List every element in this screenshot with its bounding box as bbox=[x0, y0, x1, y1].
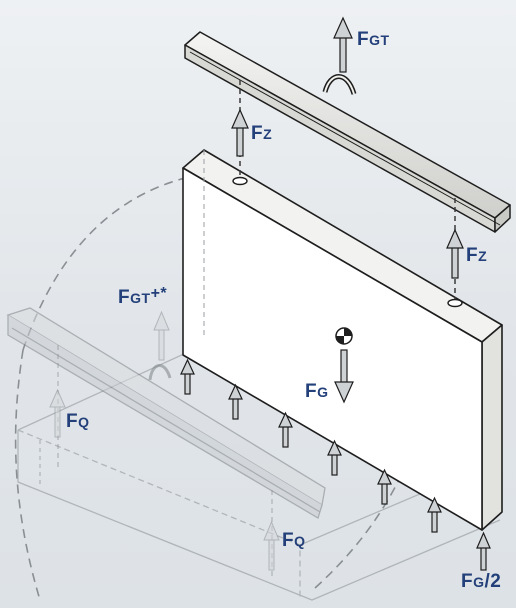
label-fgt-main: F bbox=[357, 29, 370, 50]
label-fq-bottom-sub: Q bbox=[294, 533, 306, 549]
label-fg-sub: G bbox=[317, 384, 329, 400]
label-fz-top-sub: Z bbox=[263, 126, 273, 142]
label-fg-half: FG/2 bbox=[461, 572, 501, 591]
panel-front-face bbox=[182, 167, 483, 531]
label-fgt-sub: GT bbox=[369, 32, 390, 48]
support-arrows bbox=[180, 358, 491, 571]
label-fq-left: FQ bbox=[66, 412, 90, 431]
outer-arc-lower bbox=[14, 349, 41, 601]
label-fg-main: F bbox=[305, 381, 318, 402]
support-arrow-1 bbox=[180, 358, 195, 395]
concrete-panel bbox=[182, 149, 503, 531]
support-arrow-3 bbox=[278, 411, 293, 448]
panel-right-side bbox=[481, 324, 503, 531]
ghost-arrow-fgt-star bbox=[153, 310, 170, 361]
upper-lifting-beam bbox=[184, 31, 511, 233]
label-fgt-star-sub: GT bbox=[130, 290, 151, 306]
support-arrow-6 bbox=[427, 496, 442, 533]
arrow-fz-right bbox=[446, 228, 464, 279]
support-arrow-5 bbox=[377, 468, 392, 505]
label-fg-half-suffix: /2 bbox=[484, 571, 502, 592]
label-fgt-star-main: F bbox=[118, 287, 131, 308]
label-fgt-star: FGT+* bbox=[118, 285, 168, 308]
label-fg: FG bbox=[305, 382, 329, 401]
label-fq-bottom-main: F bbox=[282, 530, 295, 551]
ghost-lower-beam bbox=[6, 307, 326, 519]
label-fz-right-main: F bbox=[466, 245, 479, 266]
label-fg-half-main: F bbox=[461, 571, 474, 592]
support-arrow-fg-half bbox=[476, 531, 491, 571]
label-fz-right-sub: Z bbox=[478, 248, 488, 264]
support-arrow-4 bbox=[327, 439, 342, 476]
label-fq-bottom: FQ bbox=[282, 531, 306, 550]
lifting-anchors bbox=[232, 176, 463, 308]
label-fq-left-main: F bbox=[66, 411, 79, 432]
label-fz-right: FZ bbox=[466, 246, 487, 265]
arrow-fz-top bbox=[231, 108, 249, 157]
ghost-arrow-fq-bottom bbox=[263, 520, 280, 571]
label-fgt: FGT bbox=[357, 30, 390, 49]
label-fg-half-sub: G bbox=[473, 574, 485, 590]
label-fgt-star-sup: +* bbox=[150, 285, 168, 302]
support-arrow-2 bbox=[228, 383, 243, 420]
center-of-gravity-icon bbox=[335, 327, 353, 345]
arrow-fgt bbox=[333, 16, 353, 73]
arrow-down-icon bbox=[334, 349, 354, 404]
label-fq-left-sub: Q bbox=[78, 414, 90, 430]
label-fz-top-main: F bbox=[251, 123, 264, 144]
label-fz-top: FZ bbox=[251, 124, 272, 143]
ghost-arrow-fq-left bbox=[49, 388, 66, 438]
